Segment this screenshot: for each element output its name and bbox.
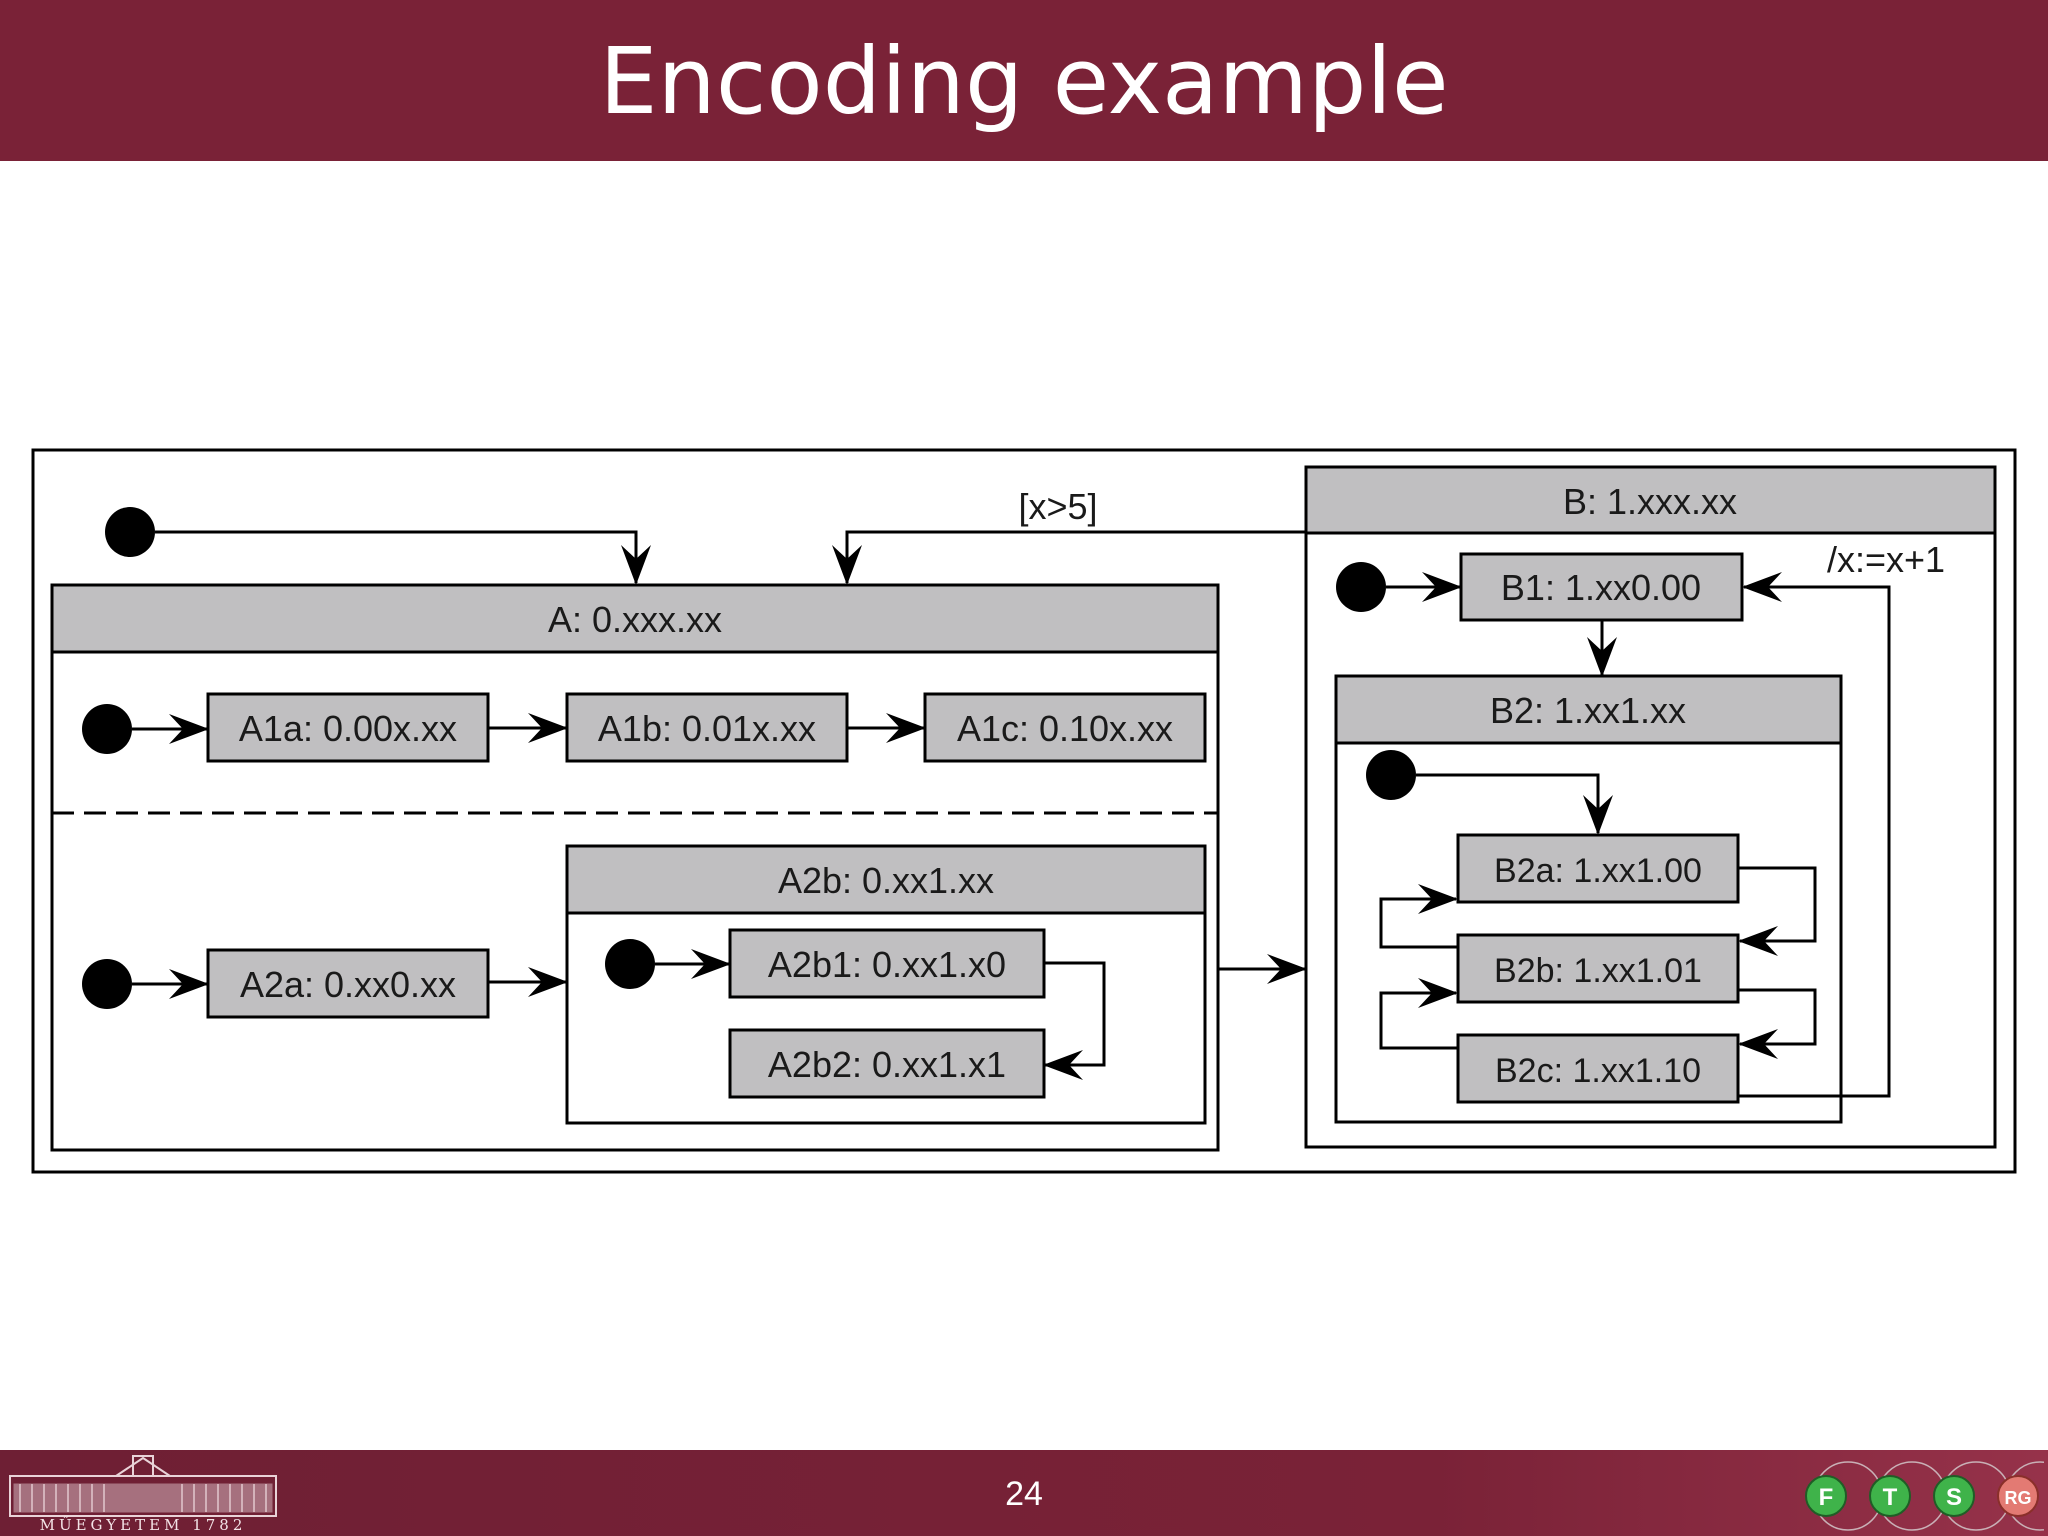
state-a2b-header: [565, 844, 1207, 915]
footer-bar: [0, 1450, 2048, 1536]
logo-s-icon: [1933, 1475, 1975, 1517]
state-a2b2: A2b2: 0.xx1.x1: [728, 1028, 1046, 1099]
state-a2a-label: A2a: 0.xx0.xx: [240, 964, 456, 1005]
state-b1: B1: 1.xx0.00: [1459, 552, 1744, 622]
arrow-b-to-a-guard: [832, 530, 1306, 585]
arrow-b2a-b2b: [1738, 866, 1817, 956]
arrow-b2b-b2a: [1379, 884, 1458, 949]
university-logo-text: MŰEGYETEM 1782: [40, 1516, 247, 1534]
state-a1a: A1a: 0.00x.xx: [206, 692, 490, 763]
arrow-b2b-b2c: [1738, 988, 1817, 1059]
initial-dot-a2: [82, 959, 132, 1009]
state-a2a: A2a: 0.xx0.xx: [206, 948, 490, 1019]
state-a2b-label: A2b: 0.xx1.xx: [778, 860, 994, 901]
outer-frame: [31, 448, 2017, 1174]
slide-title: Encoding example: [599, 28, 1449, 135]
initial-dot-b2: [1366, 750, 1416, 800]
state-b1-label: B1: 1.xx0.00: [1501, 567, 1701, 608]
university-logo: MŰEGYETEM 1782: [9, 1455, 277, 1534]
arrow-a2b1-a2b2: [1043, 961, 1106, 1080]
state-a-header: [50, 583, 1220, 654]
state-a1a-label: A1a: 0.00x.xx: [239, 708, 457, 749]
state-a1b: A1b: 0.01x.xx: [565, 692, 849, 763]
state-b2a-label: B2a: 1.xx1.00: [1494, 852, 1702, 890]
initial-dot-b: [1336, 562, 1386, 612]
state-b2-label: B2: 1.xx1.xx: [1490, 690, 1686, 731]
initial-dot-a2b: [605, 939, 655, 989]
state-a-label: A: 0.xxx.xx: [548, 599, 722, 640]
state-b2c: B2c: 1.xx1.10: [1456, 1033, 1740, 1104]
state-a1b-label: A1b: 0.01x.xx: [598, 708, 816, 749]
arrow-init-a: [155, 530, 651, 585]
action-label: /x:=x+1: [1827, 539, 1945, 580]
state-b2b-label: B2b: 1.xx1.01: [1494, 952, 1702, 990]
arrow-b2c-b2b: [1379, 978, 1458, 1050]
logo-rg-letter: RG: [2005, 1488, 2032, 1508]
state-a2b2-label: A2b2: 0.xx1.x1: [768, 1044, 1006, 1085]
initial-dot-top: [105, 507, 155, 557]
state-b-header: [1304, 465, 1997, 535]
arrow-b2c-b1-action: [1738, 572, 1891, 1098]
statechart-diagram: A: 0.xxx.xx A1a: 0.00x.xx A1b: 0.01x.xx …: [31, 448, 2017, 1174]
state-a1c-label: A1c: 0.10x.xx: [957, 708, 1173, 749]
logo-f-icon: [1805, 1475, 1847, 1517]
logo-f-letter: F: [1819, 1484, 1834, 1511]
guard-label: [x>5]: [1018, 486, 1097, 527]
state-a2b1: A2b1: 0.xx1.x0: [728, 928, 1046, 999]
title-bar: [0, 0, 2048, 161]
logo-t-icon: [1869, 1475, 1911, 1517]
state-b2-header: [1334, 674, 1843, 745]
state-b2a: B2a: 1.xx1.00: [1456, 833, 1740, 904]
state-b2b: B2b: 1.xx1.01: [1456, 933, 1740, 1004]
logo-s-letter: S: [1946, 1484, 1962, 1511]
state-b-label: B: 1.xxx.xx: [1563, 481, 1737, 522]
logo-t-letter: T: [1883, 1484, 1898, 1511]
state-a1c: A1c: 0.10x.xx: [923, 692, 1207, 763]
initial-dot-a1: [82, 704, 132, 754]
page-number: 24: [1005, 1475, 1043, 1513]
state-b2c-label: B2c: 1.xx1.10: [1495, 1052, 1701, 1090]
state-a2b1-label: A2b1: 0.xx1.x0: [768, 944, 1006, 985]
logo-rg-icon: [1997, 1475, 2039, 1517]
arrow-init-b2a: [1416, 773, 1613, 835]
ftsrg-logo: F T S RG: [1805, 1461, 2044, 1531]
